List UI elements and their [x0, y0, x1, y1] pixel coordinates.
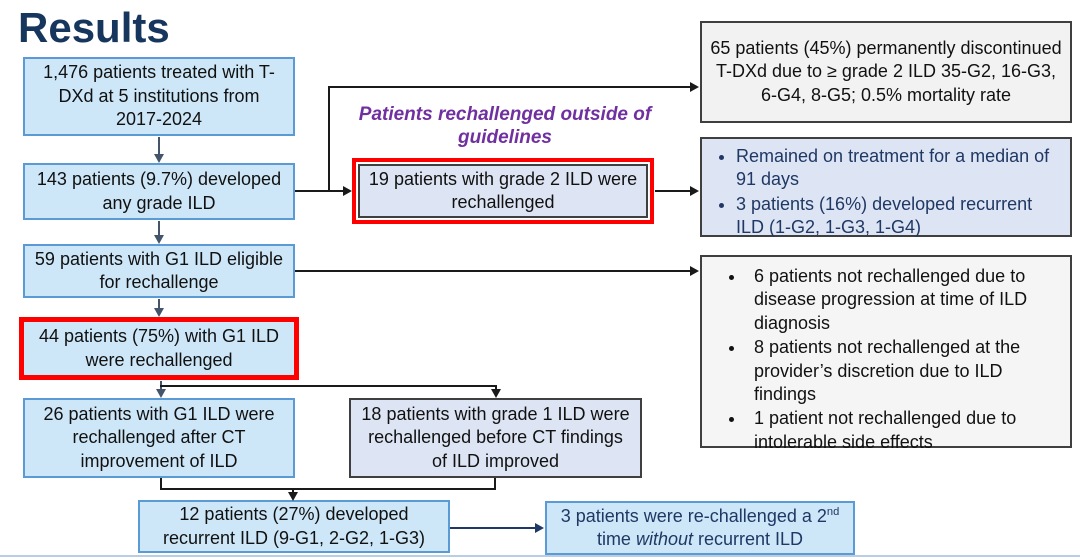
box-rechallenged-before-ct: 18 patients with grade 1 ILD were rechal… [349, 398, 642, 478]
remained-bullet: 3 patients (16%) developed recurrent ILD… [736, 193, 1060, 240]
arrowhead-right [690, 266, 699, 276]
not-rechallenged-bullet: 8 patients not rechallenged at the provi… [746, 336, 1060, 406]
connector-line [158, 299, 160, 309]
connector-line [328, 86, 330, 192]
not-rechallenged-bullet: 1 patient not rechallenged due to intole… [746, 407, 1060, 454]
slide-bottom-rule [0, 555, 1080, 557]
arrowhead-down [154, 308, 164, 317]
box-developed-ild-text: 143 patients (9.7%) developed any grade … [36, 169, 282, 213]
box-treated-text: 1,476 patients treated with T-DXd at 5 i… [43, 62, 275, 130]
box-eligible: 59 patients with G1 ILD eligible for rec… [23, 244, 295, 298]
connector-line [158, 221, 160, 235]
outside-guidelines-note: Patients rechallenged outside of guideli… [358, 104, 652, 148]
connector-line [295, 190, 344, 192]
arrowhead-down [154, 235, 164, 244]
arrowhead-down [154, 154, 164, 163]
box-rechallenged-g1-text: 44 patients (75%) with G1 ILD were recha… [38, 326, 280, 370]
box-developed-ild: 143 patients (9.7%) developed any grade … [23, 163, 295, 220]
box-rechallenged-g2-text: 19 patients with grade 2 ILD were rechal… [368, 168, 638, 212]
connector-line [295, 270, 691, 272]
box-recurrent: 12 patients (27%) developed recurrent IL… [138, 500, 450, 553]
connector-line [328, 86, 691, 88]
arrowhead-right [690, 82, 699, 92]
box-rechallenged-g2: 19 patients with grade 2 ILD were rechal… [352, 158, 654, 224]
page-title: Results [18, 4, 170, 51]
arrowhead-right [535, 523, 544, 533]
box-discontinued-text: 65 patients (45%) permanently discontinu… [710, 37, 1062, 105]
box-not-rechallenged: 6 patients not rechallenged due to disea… [700, 255, 1072, 452]
connector-line [160, 478, 162, 490]
arrowhead-down [491, 389, 501, 398]
not-rechallenged-bullet: 6 patients not rechallenged due to disea… [746, 265, 1060, 335]
box-rechallenged-g1: 44 patients (75%) with G1 ILD were recha… [19, 317, 299, 380]
arrowhead-right [690, 186, 699, 196]
connector-line [160, 488, 496, 490]
connector-line [160, 385, 497, 387]
box-second-rechallenge-text: 3 patients were re-challenged a 2nd time… [560, 505, 840, 549]
connector-line [655, 190, 691, 192]
connector-line [495, 385, 497, 390]
box-discontinued: 65 patients (45%) permanently discontinu… [700, 21, 1072, 123]
connector-line [450, 527, 536, 529]
arrowhead-right [343, 186, 352, 196]
remained-bullet: Remained on treatment for a median of 91… [736, 145, 1060, 192]
box-rechallenged-before-ct-text: 18 patients with grade 1 ILD were rechal… [361, 403, 630, 471]
box-second-rechallenge: 3 patients were re-challenged a 2nd time… [545, 501, 855, 555]
box-rechallenged-after-ct: 26 patients with G1 ILD were rechallenge… [23, 398, 295, 478]
connector-line [158, 137, 160, 154]
box-rechallenged-after-ct-text: 26 patients with G1 ILD were rechallenge… [43, 403, 275, 471]
arrowhead-down [288, 492, 298, 501]
box-treated: 1,476 patients treated with T-DXd at 5 i… [23, 57, 295, 136]
box-recurrent-text: 12 patients (27%) developed recurrent IL… [162, 504, 426, 548]
box-remained: Remained on treatment for a median of 91… [700, 137, 1072, 237]
box-eligible-text: 59 patients with G1 ILD eligible for rec… [34, 248, 284, 292]
arrowhead-down [156, 389, 166, 398]
connector-line [292, 488, 294, 493]
connector-line [494, 478, 496, 490]
